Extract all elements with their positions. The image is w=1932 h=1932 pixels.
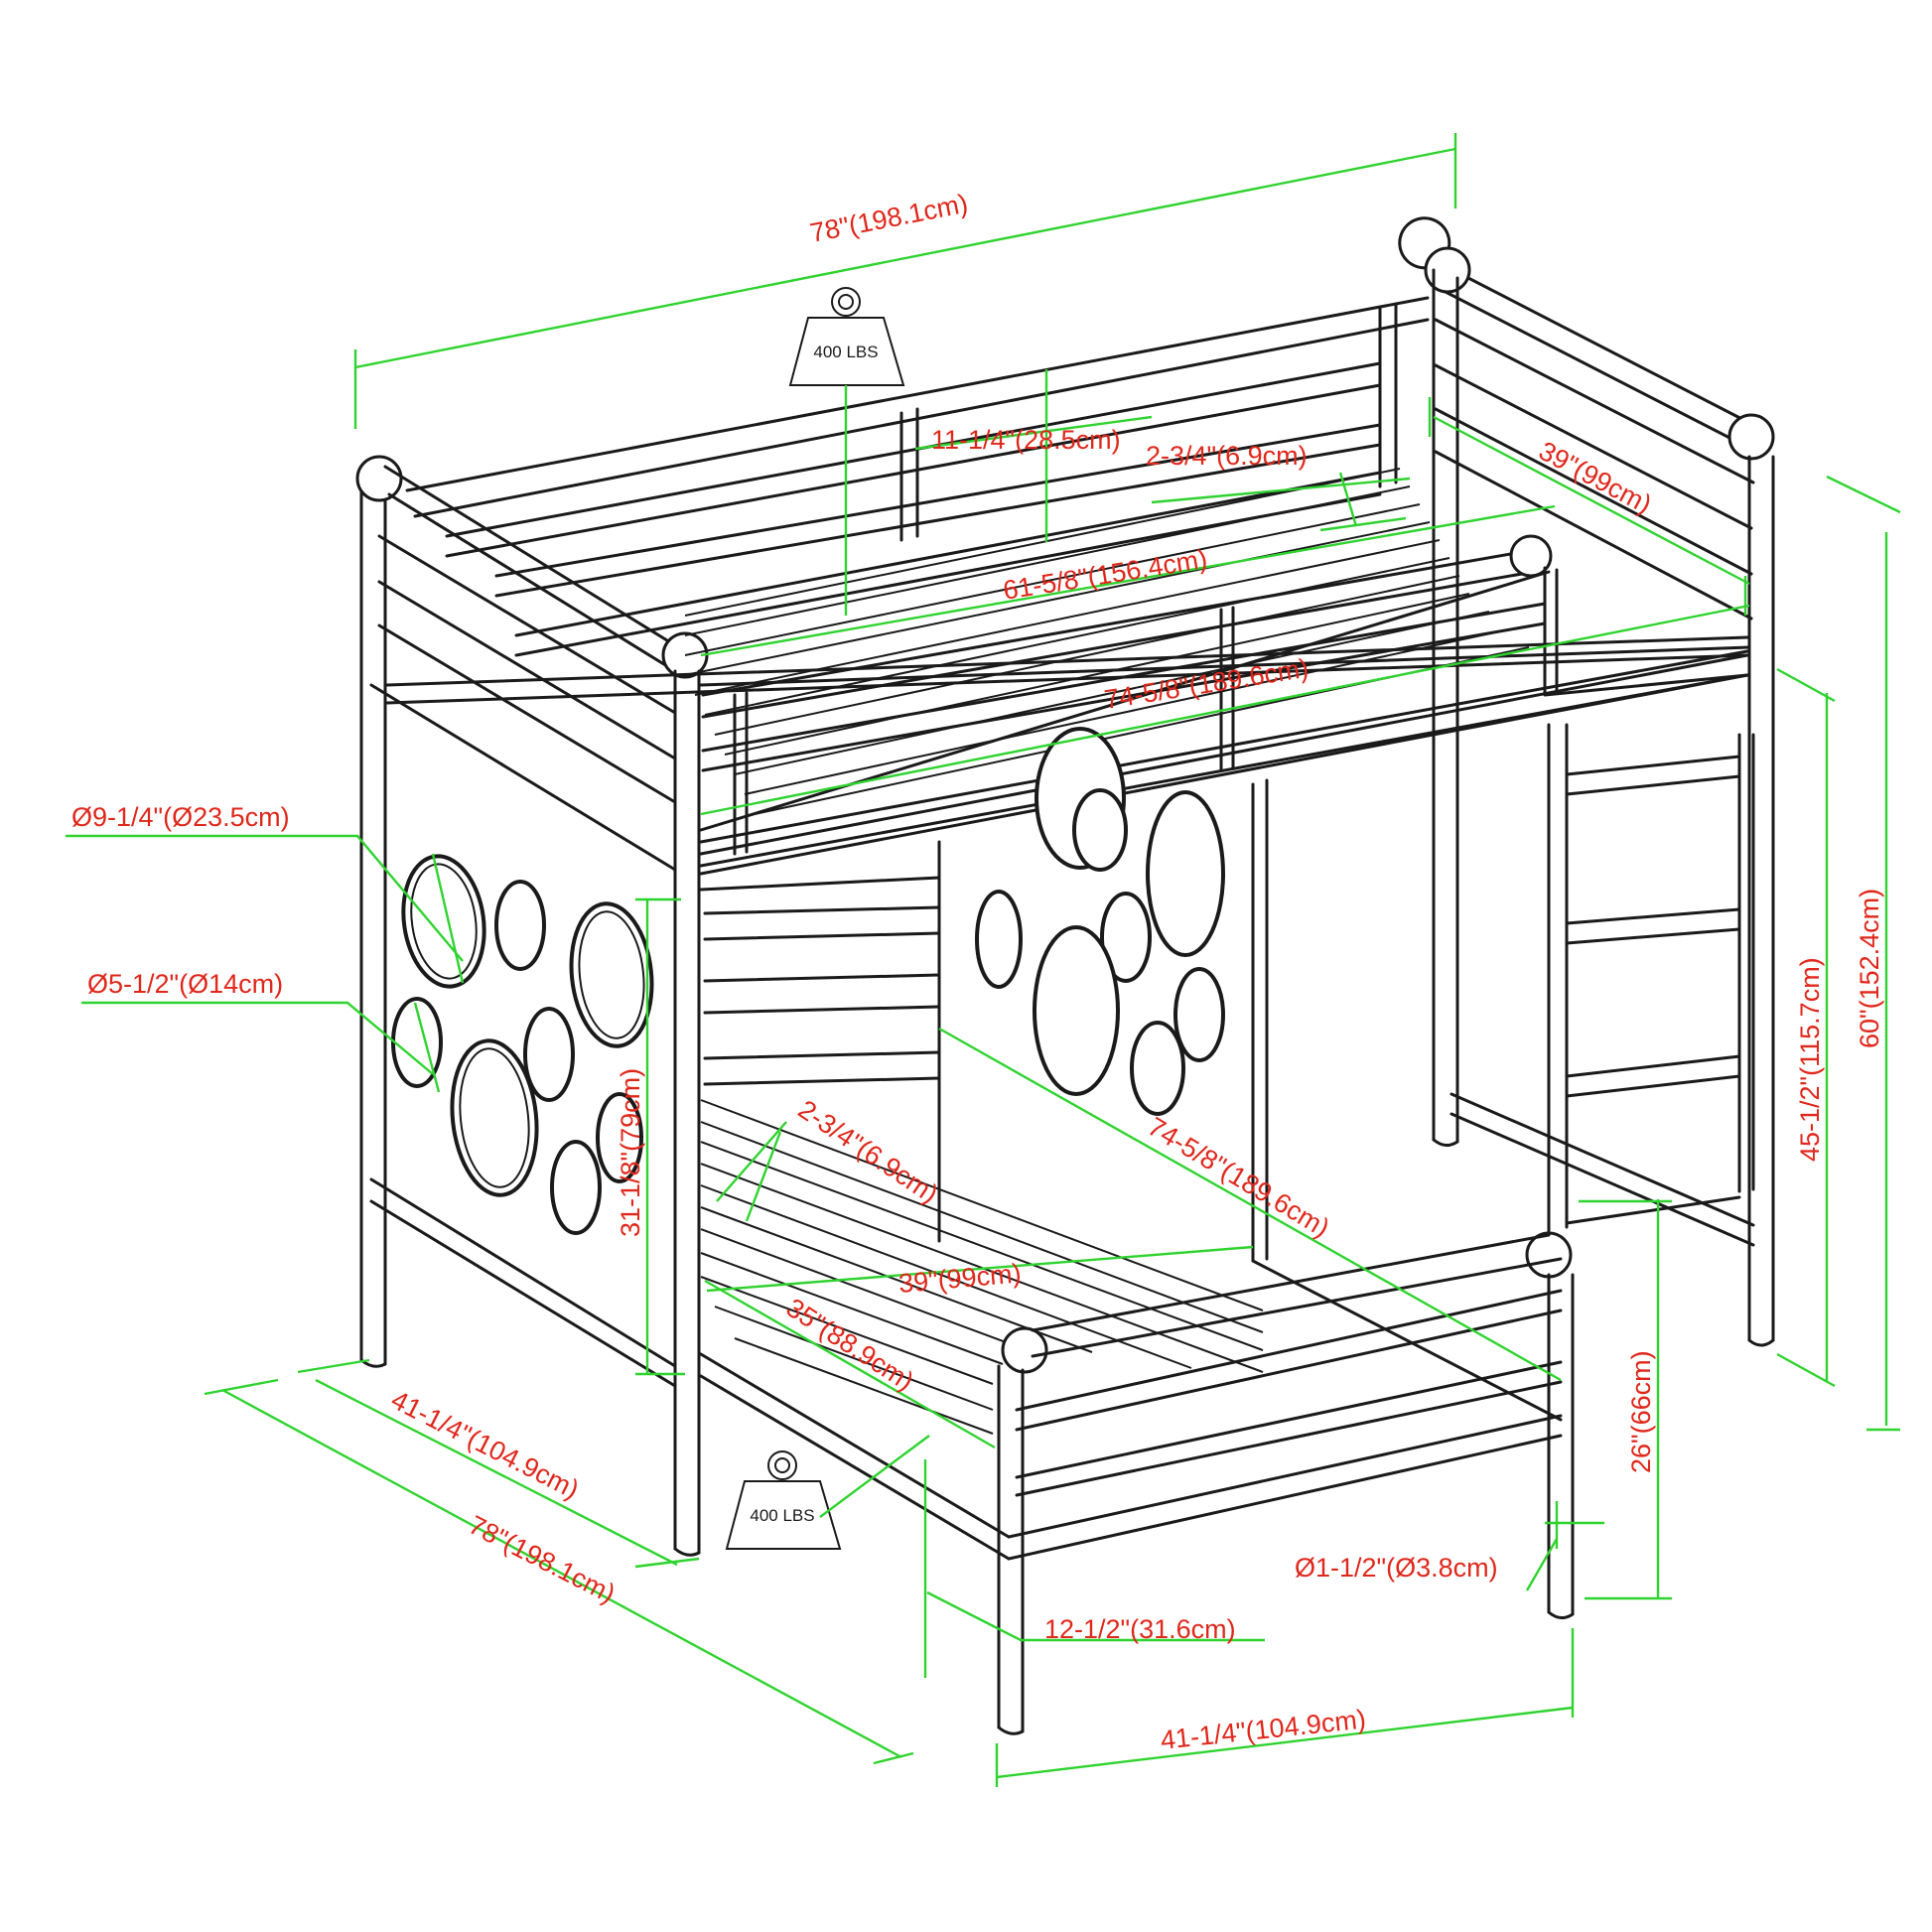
hole xyxy=(550,1140,602,1235)
label-base-width-front: 41-1/4"(104.9cm) xyxy=(1159,1704,1367,1755)
hole xyxy=(1033,925,1120,1096)
top-bottom-rail xyxy=(699,649,1749,868)
weight-icon-top: 400 LBS xyxy=(788,287,905,616)
dimension-lines xyxy=(66,133,1901,1787)
label-top-slat-spacing: 2-3/4"(6.9cm) xyxy=(1146,441,1308,471)
hole xyxy=(523,1007,575,1102)
top-front-guardrail xyxy=(701,534,1559,856)
label-top-deck-height: 45-1/2"(115.7cm) xyxy=(1795,957,1825,1162)
top-back-headboard xyxy=(1398,216,1775,1347)
label-total-height: 60"(152.4cm) xyxy=(1855,889,1884,1048)
hole xyxy=(494,880,546,971)
hole xyxy=(1146,790,1225,957)
weight-icon-bottom: 400 LBS xyxy=(725,1435,930,1550)
weight-label-bottom: 400 LBS xyxy=(750,1506,814,1525)
hole xyxy=(1100,892,1152,983)
hole xyxy=(1072,788,1128,872)
bottom-slats xyxy=(700,1099,1264,1435)
label-footboard-height: 26"(66cm) xyxy=(1626,1350,1656,1473)
hole xyxy=(450,1038,539,1197)
label-guardrail-height: 11-1/4"(28.5cm) xyxy=(931,425,1121,455)
left-panel xyxy=(369,683,677,1388)
hole xyxy=(401,854,486,989)
hole xyxy=(1173,967,1225,1062)
left-panel-holes xyxy=(391,854,654,1235)
label-base-width-left: 41-1/4"(104.9cm) xyxy=(386,1385,584,1505)
label-tube-diameter: Ø1-1/2"(Ø3.8cm) xyxy=(1295,1553,1498,1583)
label-bottom-mattress-length: 74-5/8"(189.6cm) xyxy=(1143,1111,1334,1243)
bed-frame xyxy=(355,216,1775,1735)
top-back-guardrail xyxy=(405,296,1430,657)
label-bottom-width: 39"(99cm) xyxy=(897,1258,1023,1299)
hole xyxy=(975,890,1023,989)
hole xyxy=(569,901,654,1048)
top-slats xyxy=(684,468,1530,815)
footboard xyxy=(997,1231,1575,1735)
ladder xyxy=(1449,723,1755,1247)
top-left-end xyxy=(355,455,709,1557)
label-guardrail-length: 61-5/8"(156.4cm) xyxy=(1001,544,1209,606)
label-large-hole: Ø9-1/4"(Ø23.5cm) xyxy=(71,802,290,832)
weight-label-top: 400 LBS xyxy=(813,343,878,361)
label-clearance: 12-1/2"(31.6cm) xyxy=(1044,1614,1236,1644)
label-bottom-slat-spacing: 2-3/4"(6.9cm) xyxy=(793,1094,944,1209)
label-top-length: 78"(198.1cm) xyxy=(807,189,970,248)
back-panel xyxy=(699,727,1269,1263)
hole xyxy=(1130,1021,1185,1116)
label-between-bunks: 31-1/8"(79cm) xyxy=(616,1068,645,1237)
hole xyxy=(596,1092,643,1183)
label-small-hole: Ø5-1/2"(Ø14cm) xyxy=(87,969,283,999)
